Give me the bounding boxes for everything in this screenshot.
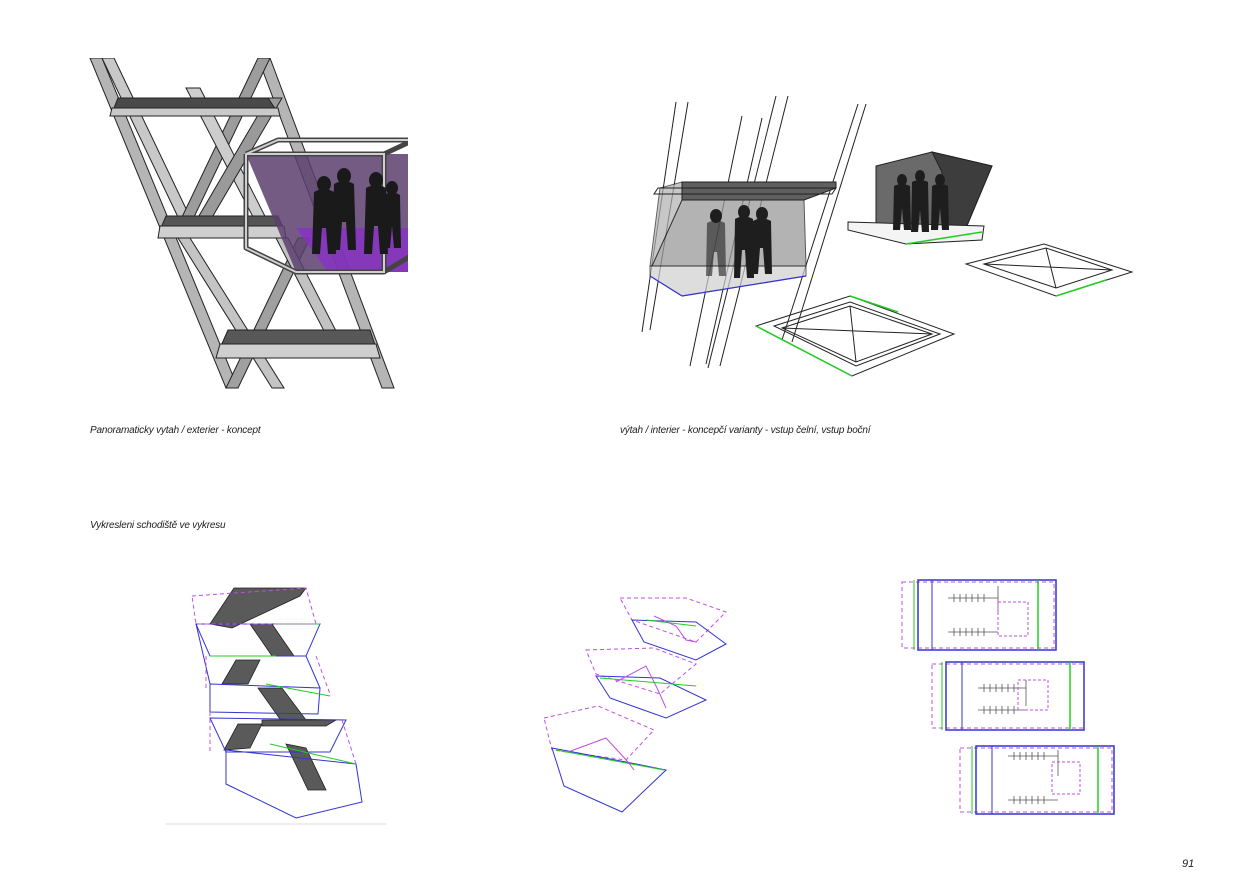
page-number: 91 <box>1182 858 1195 870</box>
module-middle <box>585 647 708 719</box>
people-silhouettes <box>312 168 401 254</box>
caption-staircase: Vykresleni schodiště ve vykresu <box>90 520 226 531</box>
stair-flights <box>209 587 338 791</box>
level-outlines-magenta <box>191 587 357 765</box>
staircase-plan-views <box>901 579 1115 815</box>
floor-plate-left <box>754 295 956 377</box>
lift-cabin <box>243 137 408 275</box>
floor-plate-right <box>964 243 1134 297</box>
staircase-stack-axonometric <box>166 587 386 825</box>
plan-2 <box>931 661 1085 731</box>
module-bottom <box>543 705 668 813</box>
caption-exterior: Panoramaticky vytah / exterier - koncept <box>90 425 261 436</box>
side-entry-cabin <box>847 151 993 245</box>
staircase-exploded-modules <box>543 597 727 813</box>
front-entry-cabin <box>649 181 837 297</box>
truss-floor-slabs <box>109 97 381 359</box>
exterior-lift-render <box>89 58 408 389</box>
plan-1 <box>901 579 1057 651</box>
module-top <box>619 597 727 661</box>
cabin-people <box>706 205 772 278</box>
caption-interior: výtah / interier - koncepčí varianty - v… <box>620 425 871 436</box>
interior-lift-variants <box>641 95 1134 377</box>
side-cabin-people <box>893 170 949 232</box>
plan-3 <box>959 745 1115 815</box>
